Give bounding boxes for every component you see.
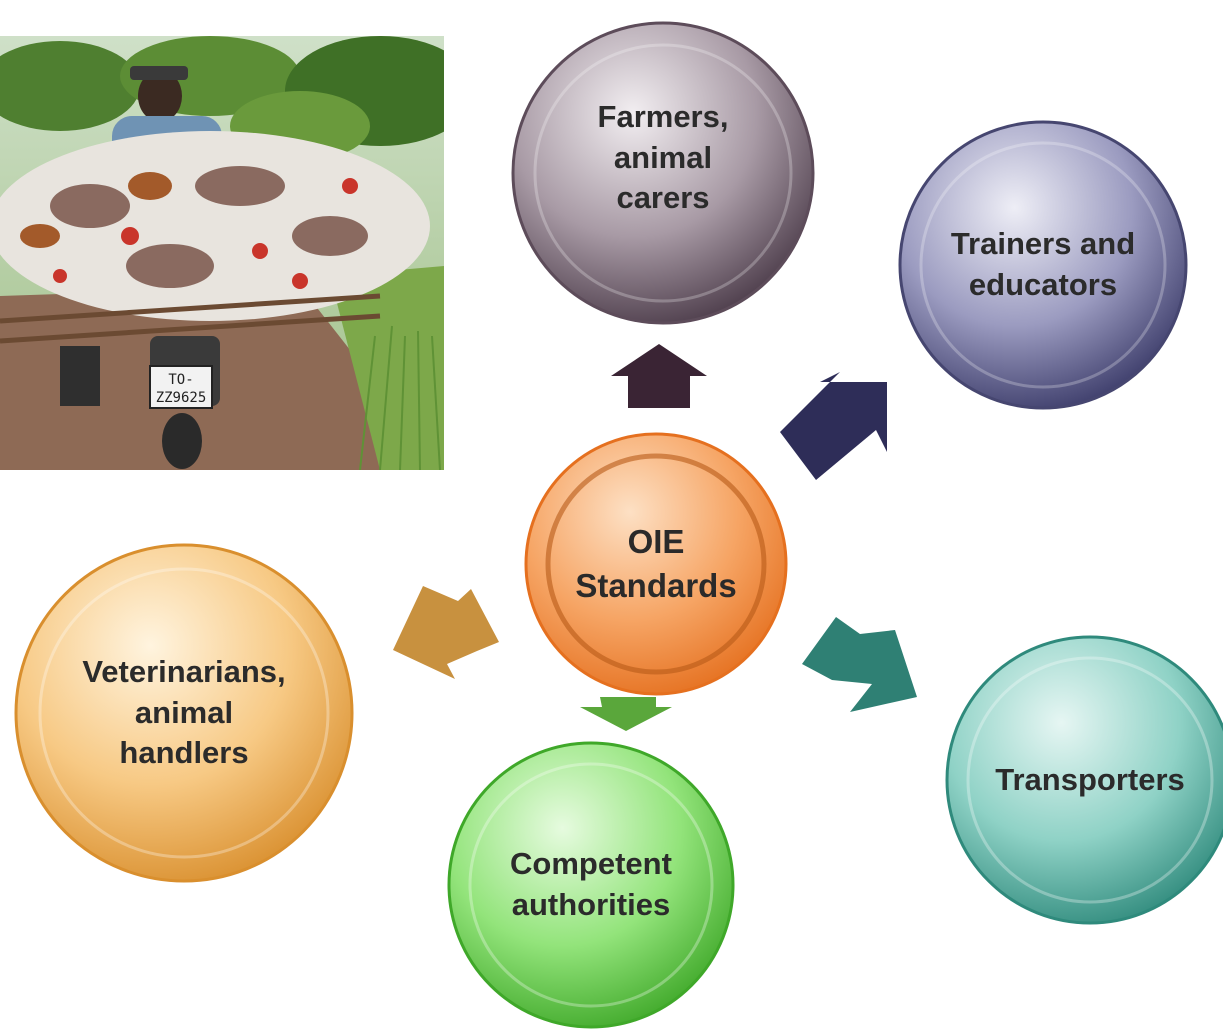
arrow-to-authorities — [580, 697, 672, 731]
arrow-to-veterinarians — [393, 586, 499, 679]
circle-oie-standards — [524, 432, 788, 696]
license-plate-line-2: ZZ9625 — [156, 390, 207, 406]
circle-veterinarians — [14, 543, 354, 883]
arrow-to-farmers — [611, 344, 707, 408]
arrow-to-transporters — [802, 617, 917, 712]
circle-authorities — [447, 741, 735, 1029]
circle-trainers — [898, 120, 1188, 410]
arrow-to-trainers — [780, 372, 887, 480]
license-plate-line-1: TO- — [168, 372, 193, 388]
circle-farmers — [511, 21, 815, 325]
license-plate — [149, 365, 213, 409]
circle-transporters — [945, 635, 1223, 925]
poultry-transport-photo: TO- ZZ9625 — [0, 36, 444, 470]
